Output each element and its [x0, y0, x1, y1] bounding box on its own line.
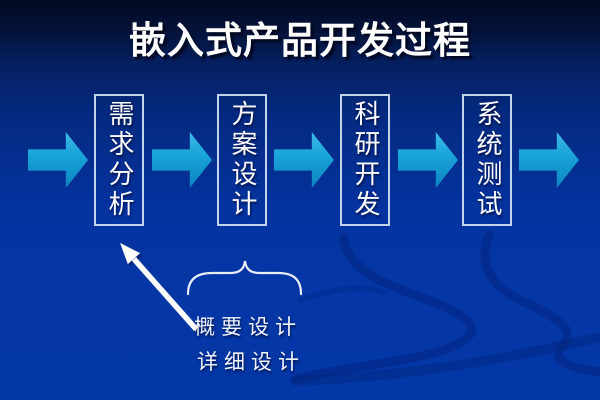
- annotation-arrow-shadow: [122, 245, 201, 334]
- swirl-curve: [297, 285, 385, 303]
- flow-arrow-icon: [152, 132, 212, 188]
- flow-step-box-system-test: 系统测试: [462, 94, 512, 226]
- flow-arrow-icon: [519, 132, 579, 188]
- flow-arrow-icon: [274, 132, 334, 188]
- swirl-curve: [480, 230, 600, 377]
- annotation-label-outline-design: 概要设计: [194, 315, 302, 339]
- brace-icon: [186, 260, 303, 296]
- flow-step-box-requirements: 需求分析: [94, 94, 144, 226]
- flow-arrow-icon: [28, 132, 88, 188]
- flow-step-label: 系统测试: [472, 100, 502, 220]
- page-title: 嵌入式产品开发过程: [129, 19, 471, 62]
- swirl-curve: [290, 331, 600, 386]
- annotation-arrow-icon: [120, 242, 199, 331]
- flow-step-box-scheme-design: 方案设计: [217, 94, 267, 226]
- flow-step-label: 科研开发: [350, 100, 380, 220]
- swirl-curve: [291, 233, 476, 384]
- flow-step-label: 需求分析: [104, 100, 134, 220]
- annotation-label-detailed-design: 详细设计: [197, 350, 305, 374]
- flow-step-label: 方案设计: [227, 100, 257, 220]
- flow-step-box-research-development: 科研开发: [340, 94, 390, 226]
- flow-arrow-icon: [398, 132, 458, 188]
